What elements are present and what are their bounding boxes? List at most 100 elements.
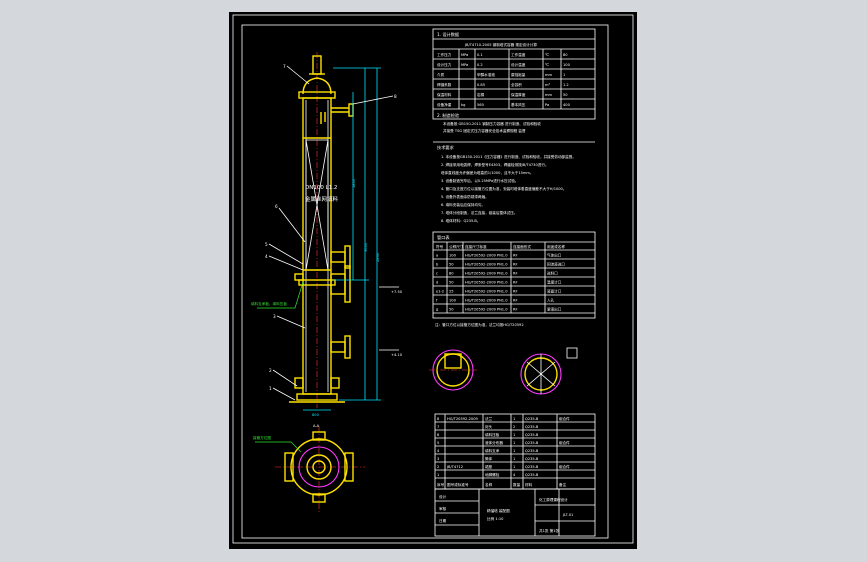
nozzle-cell: RF (513, 263, 518, 267)
nozzle-cell: 100 (449, 254, 457, 258)
side-note-leader (257, 281, 304, 309)
parts-cell: 液体分布器 (485, 440, 503, 445)
leader-2 (272, 369, 298, 387)
nozzle-cell: f (436, 299, 438, 303)
cad-drawing-viewport[interactable]: DN100 L1.2 金属丝网填料 1800 3600 2890 +7.50 +… (229, 12, 637, 549)
spec-cell: 1.2 (563, 83, 569, 87)
parts-cell: 1 (513, 441, 515, 445)
dim-right-b: 3600 (364, 242, 368, 252)
leader-3 (276, 315, 306, 329)
spec-cell: ℃ (545, 53, 549, 57)
nozzle-cell: 100 (449, 299, 457, 303)
dim-bottom: 800 (312, 413, 320, 417)
feed-nozzle-flange (344, 245, 351, 269)
nozzle-cell: HG/T20592-2009 PN1.0 (465, 299, 508, 303)
packing-label-2: 金属丝网填料 (305, 195, 339, 203)
parts-header-cell: 名称 (485, 482, 493, 487)
spec-cell: 设计压力 (437, 62, 452, 67)
plan-nozzle-left (284, 452, 294, 482)
leader-7 (286, 65, 310, 85)
title-block-title-2: 比例 1:10 (487, 516, 504, 521)
parts-cell: 地脚螺栓 (485, 472, 500, 477)
parts-cell: HG/T20592-2009 (447, 417, 478, 421)
spec-table-title: 1. 设计数据 (437, 31, 459, 38)
nozzle-cell: 50 (449, 281, 454, 285)
spec-cell: MPa (461, 63, 468, 67)
parts-cell: 6 (437, 433, 440, 437)
nozzle-table-header: 符号公称尺寸连接尺寸标准连接面形式用途或名称 (433, 241, 595, 251)
nozzle-cell: HG/T20592-2009 PN1.0 (465, 254, 508, 258)
spec-cell: 介质 (437, 72, 445, 77)
detail-views (429, 347, 578, 395)
parts-cell: Q235-B (525, 441, 539, 445)
plan-label: A-A (313, 424, 320, 428)
parts-cell: 组合件 (559, 416, 570, 421)
nozzle-cell: 人孔 (547, 298, 555, 303)
parts-cell: 填料支承 (485, 448, 500, 453)
nozzle-cell: HG/T20592-2009 PN1.0 (465, 263, 508, 267)
nozzle-table-title: 管口表 (437, 234, 450, 241)
notes-line-2: 并接受 TSG 固定式压力容器安全技术监察规程 监督 (443, 128, 526, 133)
spec-cell: 50 (563, 93, 568, 97)
spec-cell: 腐蚀裕量 (511, 72, 526, 77)
nozzle-cell: 温度计口 (547, 280, 562, 285)
nozzle-cell: c (436, 272, 438, 276)
note-item: 6. 填料安装后应保持均匀。 (441, 202, 485, 207)
notes-block: 2. 制造检验 本设备按 GB150-2011 钢制压力容器 进行制造、试验和验… (433, 112, 595, 223)
plan-nozzle (312, 460, 326, 474)
nozzle-cell: 80 (449, 272, 454, 276)
dim-right-a: 1800 (352, 178, 356, 188)
parts-cell: Q235-B (525, 425, 539, 429)
parts-header-cell: 序号 (437, 482, 445, 487)
nozzle-header-cell: 公称尺寸 (449, 244, 464, 249)
leader-6 (278, 207, 306, 243)
spec-cell: 400 (563, 103, 571, 107)
spec-cell: Pa (545, 103, 549, 107)
plan-nozzle-bottom (312, 493, 326, 503)
detail-view-2-spokes (526, 354, 556, 394)
dim-right-c: 2890 (376, 252, 380, 262)
side-note: 填料支承板、填料压板 (251, 301, 287, 306)
leader-4 (268, 255, 304, 271)
plan-nozzle-top (312, 431, 326, 441)
spec-cell: 全容积 (511, 82, 522, 87)
nozzle-cell: RF (513, 254, 518, 258)
parts-cell: 筒体 (485, 456, 493, 461)
spec-cell: 工作压力 (437, 52, 452, 57)
nozzle-cell: 回流液进口 (547, 262, 565, 267)
nozzle-header-cell: 用途或名称 (547, 244, 565, 249)
nozzle-cell: 气体出口 (547, 253, 562, 258)
parts-cell: 4 (437, 449, 440, 453)
manhole-flange (344, 265, 351, 303)
nozzle-cell: HG/T20592-2009 PN1.0 (465, 308, 508, 312)
nozzle-cell: HG/T20592-2009 PN1.0 (465, 272, 508, 276)
callout-4: 4 (265, 254, 268, 259)
nozzle-cell: d (436, 281, 438, 285)
detail-view-1-nozzle (444, 353, 462, 369)
nozzle-cell: HG/T20592-2009 PN1.0 (465, 290, 508, 294)
note-item: 3. 设备制造完毕后，以0.25MPa进行水压试验。 (441, 178, 518, 183)
leader-1 (272, 387, 296, 401)
level-gauge-nozzle (294, 273, 304, 281)
nozzle-header-cell: 符号 (436, 244, 444, 249)
parts-cell: 7 (437, 425, 439, 429)
title-block: 设计 审核 日期 精馏塔 装配图 比例 1:10 化工原理课程设计 JLT-01… (434, 488, 596, 537)
spec-cell: 0.1 (477, 53, 483, 57)
nozzle-cell: HG/T20592-2009 PN1.0 (465, 281, 508, 285)
parts-cell: Q235-B (525, 473, 539, 477)
plan-nozzle-right (344, 452, 354, 482)
callout-7: 7 (283, 64, 286, 69)
parts-cell: Q235-B (525, 465, 539, 469)
spec-cell: 100 (563, 63, 571, 67)
packing-label-1: DN100 L1.2 (305, 185, 337, 191)
spec-cell: 设计温度 (511, 62, 526, 67)
cad-drawing: DN100 L1.2 金属丝网填料 1800 3600 2890 +7.50 +… (232, 14, 634, 544)
spec-cell: 80 (563, 53, 568, 57)
parts-cell: Q235-B (525, 449, 539, 453)
reflux-inlet-pipe (320, 107, 349, 124)
spec-cell: 0.2 (477, 63, 483, 67)
spec-cell: mm (545, 93, 553, 97)
nozzle-cell: 50 (449, 263, 454, 267)
